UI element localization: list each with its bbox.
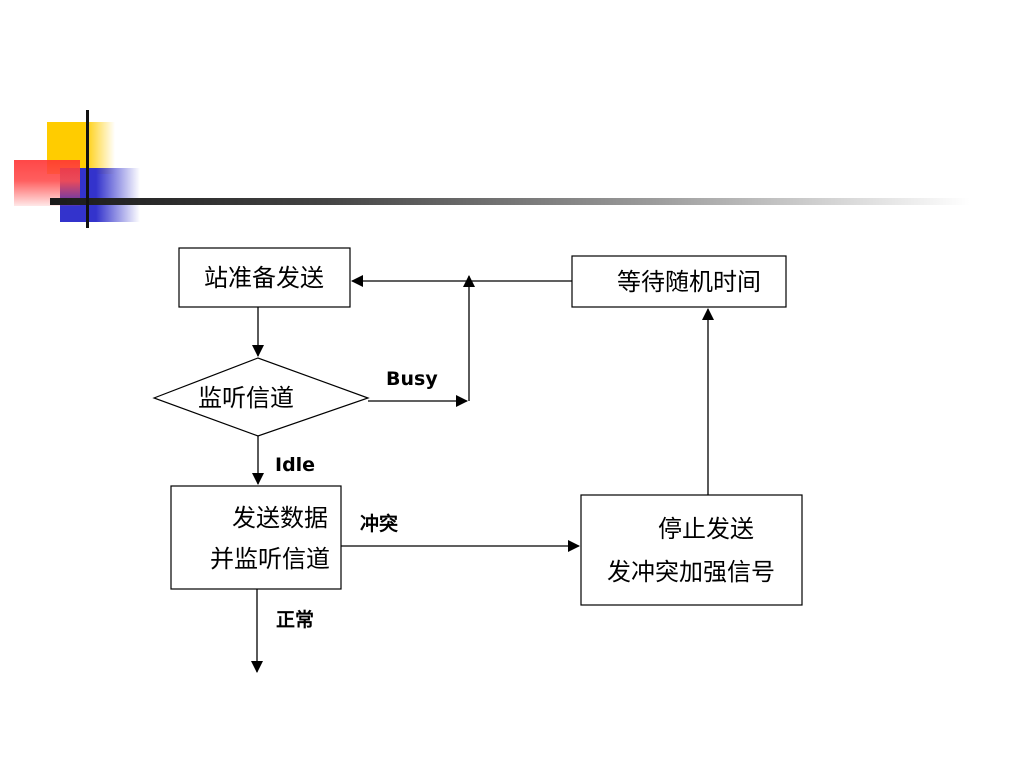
node-stop-send-label-line2: 发冲突加强信号: [607, 558, 775, 586]
node-wait-random-label: 等待随机时间: [617, 268, 761, 296]
node-wait-random: 等待随机时间: [571, 255, 787, 308]
node-stop-send: 停止发送 发冲突加强信号: [580, 494, 803, 606]
node-listen-channel: 监听信道: [152, 357, 370, 437]
node-station-ready: 站准备发送: [178, 247, 351, 308]
node-listen-channel-label: 监听信道: [198, 384, 294, 412]
title-vertical-line: [86, 110, 89, 228]
node-send-data: 发送数据 并监听信道: [170, 485, 342, 590]
edge-label-normal: 正常: [276, 608, 314, 631]
node-stop-send-label-line1: 停止发送: [658, 515, 754, 543]
node-send-data-label-line1: 发送数据: [232, 504, 328, 532]
title-underline-bar: [50, 198, 970, 205]
edge-label-collision: 冲突: [360, 512, 398, 535]
edge-label-busy: Busy: [386, 368, 438, 390]
node-send-data-label-line2: 并监听信道: [210, 545, 330, 573]
edge-label-idle: Idle: [275, 454, 315, 476]
node-station-ready-label: 站准备发送: [204, 264, 324, 292]
